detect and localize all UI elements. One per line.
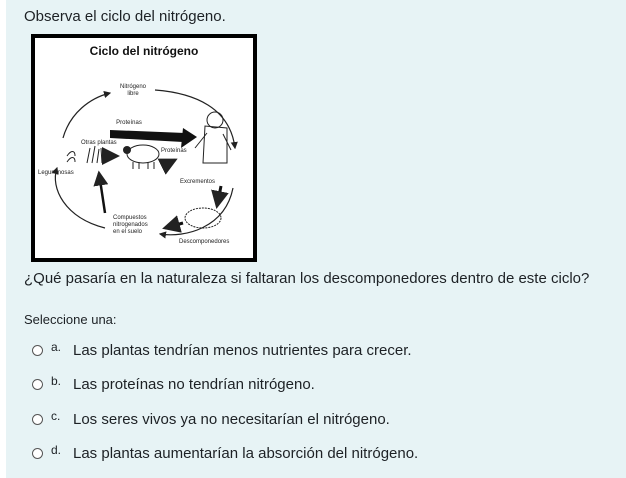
question-panel: Observa el ciclo del nitrógeno. Ciclo de… [6, 0, 626, 478]
nitrogen-cycle-diagram: Ciclo del nitrógeno Nitrógeno libre Prot… [38, 44, 238, 245]
proteins-top-label: Proteínas [116, 120, 142, 126]
radio-d[interactable] [32, 447, 43, 459]
arc-bottom-left [51, 166, 106, 229]
person-icon [194, 111, 232, 164]
arc-top-left [62, 90, 112, 139]
legumes-label: Leguminosas [38, 170, 74, 176]
figure-canvas: Ciclo del nitrógeno Nitrógeno libre Prot… [35, 38, 253, 258]
figure-title: Ciclo del nitrógeno [90, 44, 199, 58]
plants-icon [66, 145, 103, 164]
compounds-label-1: Compuestos [113, 215, 147, 221]
sheep-icon [123, 144, 160, 169]
option-d-text[interactable]: Las plantas aumentarían la absorción del… [73, 444, 419, 462]
excrements-label: Excrementos [180, 179, 215, 185]
decomposers-icon [184, 207, 222, 229]
arrow-up-left-icon [93, 170, 109, 214]
arc-top-right [154, 89, 238, 150]
decomposers-label: Descomponedores [179, 239, 229, 245]
big-arrow-icon [110, 130, 185, 142]
other-plants-label: Otras plantas [81, 140, 117, 146]
option-c-letter: c. [51, 409, 61, 423]
option-d[interactable]: d. Las plantas aumentarían la absorción … [32, 442, 418, 464]
option-a-text[interactable]: Las plantas tendrían menos nutrientes pa… [73, 341, 412, 359]
option-a[interactable]: a. Las plantas tendrían menos nutrientes… [32, 339, 412, 361]
option-b-letter: b. [51, 374, 62, 388]
nitrogen-cycle-figure: Ciclo del nitrógeno Nitrógeno libre Prot… [31, 34, 257, 262]
question-text: ¿Qué pasaría en la naturaleza si faltara… [24, 270, 590, 287]
free-nitrogen-label-2: libre [127, 91, 139, 97]
option-c[interactable]: c. Los seres vivos ya no necesitarían el… [32, 408, 390, 430]
free-nitrogen-label-1: Nitrógeno [120, 84, 147, 90]
intro-text: Observa el ciclo del nitrógeno. [24, 8, 226, 25]
arrow-head-icon [181, 128, 197, 148]
radio-b[interactable] [32, 378, 43, 390]
option-b-text[interactable]: Las proteínas no tendrían nitrógeno. [73, 375, 315, 393]
compounds-label-3: en el suelo [113, 229, 143, 235]
option-a-letter: a. [51, 340, 62, 354]
compounds-label-2: nitrogenados [113, 222, 148, 228]
arc-bottom-right [158, 187, 234, 239]
option-b[interactable]: b. Las proteínas no tendrían nitrógeno. [32, 373, 315, 395]
arrow-left-icon [162, 215, 184, 233]
option-c-text[interactable]: Los seres vivos ya no necesitarían el ni… [73, 410, 390, 428]
select-one-label: Seleccione una: [24, 312, 117, 327]
arrow-down-icon [211, 185, 229, 209]
option-d-letter: d. [51, 443, 62, 457]
radio-c[interactable] [32, 413, 43, 425]
arrow-up-icon [157, 158, 178, 175]
proteins-side-label: Proteínas [161, 148, 187, 154]
radio-a[interactable] [32, 344, 43, 356]
